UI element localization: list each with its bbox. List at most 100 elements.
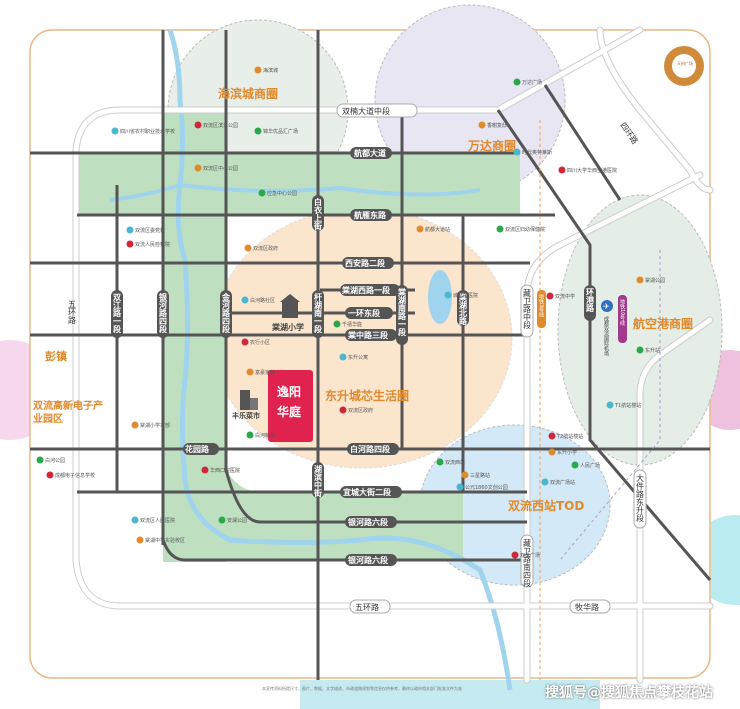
- road-baiyi: 白衣上街: [314, 197, 323, 231]
- poi-marker: [636, 276, 644, 284]
- zone-label-pengzhen: 彭镇: [45, 349, 67, 363]
- poi-marker: [126, 240, 134, 248]
- road-hangdu: 航都大道: [354, 148, 386, 158]
- park-belt-horizontal: [77, 153, 520, 215]
- poi-label: 东升公寓: [348, 354, 368, 361]
- poi-marker: [496, 225, 504, 233]
- poi-label: 成都电子信息学校: [55, 472, 95, 479]
- svg-text:✈: ✈: [603, 302, 610, 311]
- road-shuangjiang: 双江路一段: [112, 293, 122, 334]
- poi-marker: [461, 471, 469, 479]
- poi-label: 双流区人民医院: [140, 517, 175, 524]
- poi-marker: [246, 368, 254, 376]
- poi-label: 香榭复邸: [487, 122, 507, 129]
- poi-label: 锦华优品汇广场: [263, 128, 298, 135]
- poi-marker: [258, 189, 266, 197]
- poi-marker: [241, 338, 249, 346]
- landmark-school: 棠湖小学: [271, 322, 304, 332]
- poi-label: 双流区滨江公园: [203, 122, 238, 129]
- road-tanghu-north: 棠湖北路: [458, 292, 468, 326]
- poi-label: T2航站楼站: [556, 433, 583, 440]
- poi-label: 棠湖中学实验校区: [145, 537, 185, 544]
- poi-marker: [606, 401, 614, 409]
- road-baihe: 白河路四段: [350, 444, 390, 454]
- poi-marker: [333, 320, 341, 328]
- river-branch: [109, 182, 481, 202]
- poi-label: 白河新苑: [255, 432, 275, 439]
- lake-tanghu: [428, 270, 452, 324]
- poi-label: 双流区委党校: [135, 227, 165, 234]
- poi-marker: [131, 516, 139, 524]
- poi-marker: [201, 466, 209, 474]
- poi-marker: [339, 406, 347, 414]
- road-dajian: 大件路东升段: [636, 473, 645, 523]
- road-tangzhong: 棠中路三段: [347, 330, 388, 340]
- poi-marker: [478, 121, 486, 129]
- poi-label: 时代奥特莱斯: [522, 149, 552, 156]
- road-huangang: 环港路: [585, 288, 595, 313]
- project-name-line2: 华庭: [277, 404, 301, 419]
- metro-10-label: 地铁10号线: [619, 298, 625, 325]
- zone-label-haibin: 海滨城商圈: [218, 86, 278, 101]
- road-tanghu-west: 棠湖西路一段: [341, 285, 390, 295]
- poi-label: 双流广场: [520, 552, 540, 559]
- metro-3-label: 地铁3号线: [538, 293, 544, 317]
- poi-marker: [36, 456, 44, 464]
- poi-label: 人民广场: [580, 462, 600, 469]
- poi-label: 双流区政府: [348, 407, 373, 414]
- poi-marker: [254, 127, 262, 135]
- road-yicheng: 宜城大街二段: [343, 487, 391, 497]
- project-marker[interactable]: [268, 370, 313, 442]
- poi-marker: [194, 164, 202, 172]
- landmark-market: 丰乐菜市: [232, 411, 260, 420]
- poi-marker: [541, 478, 549, 486]
- zone-label-tod: 双流西站TOD: [508, 498, 584, 513]
- poi-label: 棠湖公园: [645, 277, 665, 284]
- river: [167, 29, 513, 691]
- poi-label: 华西口腔医院: [210, 467, 240, 474]
- poi-label: 双流区妇幼保健院: [505, 226, 545, 233]
- poi-label: 城北中医院: [453, 292, 478, 299]
- poi-label: 棠湖小学本部: [140, 422, 170, 429]
- poi-label: 四川省农村职业技术学校: [120, 128, 175, 135]
- poi-marker: [636, 346, 644, 354]
- road-wuhuan-h: 五环路: [355, 602, 379, 612]
- poi-marker: [416, 225, 424, 233]
- poi-label: 千禧华庭: [342, 321, 362, 328]
- road-yinhe6a: 银河路六段: [347, 517, 388, 527]
- poi-marker: [131, 421, 139, 429]
- poi-label: 白河公园: [45, 457, 65, 464]
- poi-label: 农行小区: [250, 339, 270, 346]
- poi-marker: [246, 431, 254, 439]
- poi-marker: [558, 166, 566, 174]
- poi-marker: [136, 536, 144, 544]
- poi-marker: [444, 291, 452, 299]
- poi-label: 双流中学: [555, 293, 575, 300]
- poi-marker: [436, 458, 444, 466]
- poi-marker: [513, 148, 521, 156]
- poi-label: 公元1860文创公园: [465, 484, 508, 491]
- metro-10-badge: [618, 295, 627, 343]
- poi-marker: [241, 296, 249, 304]
- road-zangwei-mid: 藏卫路中段: [523, 288, 532, 330]
- metro-line-10: [559, 250, 661, 561]
- poi-layer: 海滨城锦华优品汇广场四川省农村职业技术学校双流区滨江公园双流区中心公园应急中心公…: [36, 66, 665, 559]
- market-icon: [240, 390, 258, 410]
- road-qianhu: 杆湖南一段: [314, 292, 323, 334]
- road-wuhuan-v: 五环路: [68, 300, 77, 324]
- poi-marker: [218, 516, 226, 524]
- landmark-airport: 成都双流国际机场: [603, 315, 609, 357]
- poi-label: 双流西站: [445, 459, 465, 466]
- zone-label-dongsheng: 东升城芯生活圈: [325, 388, 409, 403]
- poi-marker: [254, 66, 262, 74]
- road-hangyan: 航雁东路: [354, 210, 387, 220]
- road-jinhe: 金河路四段: [221, 292, 231, 334]
- poi-label: 双流人民检察院: [135, 241, 170, 248]
- road-hubin: 湖滨中街: [314, 464, 323, 498]
- poi-marker: [513, 78, 521, 86]
- poi-marker: [511, 551, 519, 559]
- school-icon: [280, 294, 300, 318]
- poi-label: T1航站楼站: [614, 402, 641, 409]
- poi-label: 航都大道站: [425, 226, 450, 233]
